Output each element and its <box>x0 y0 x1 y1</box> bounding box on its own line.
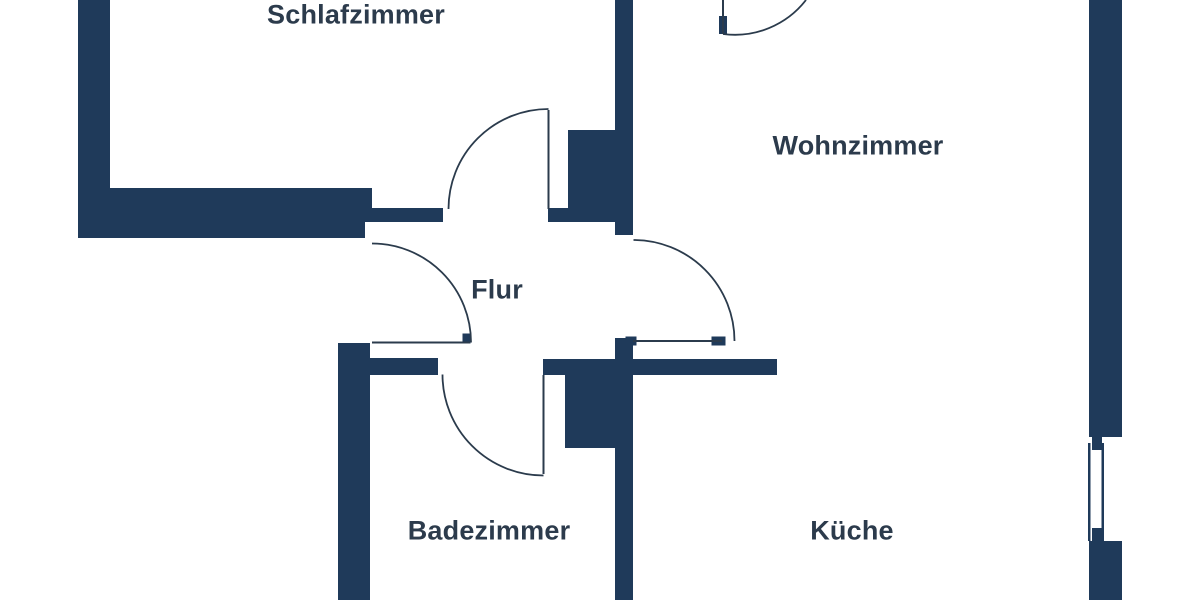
wall-east-upper <box>1089 0 1122 437</box>
wall-east-lower <box>1089 541 1122 600</box>
flur-west-door-arc <box>371 242 472 343</box>
wall-schlafzimmer-door-strip-right <box>548 208 568 222</box>
wohnzimmer-door-hinge-mark <box>625 336 637 346</box>
entrance-door-arc <box>722 0 807 36</box>
room-label-schlafzimmer: Schlafzimmer <box>267 0 445 30</box>
wall-badezimmer-west <box>338 343 370 600</box>
room-label-flur: Flur <box>471 274 523 305</box>
flur-west-door-leaf-tip <box>462 333 471 344</box>
wall-badezimmer-north-strip <box>368 358 438 375</box>
wall-kueche-north <box>543 359 777 375</box>
room-label-kueche: Küche <box>810 515 894 546</box>
room-label-badezimmer: Badezimmer <box>407 515 571 546</box>
wall-center-lower <box>615 338 633 600</box>
wall-block-northeast <box>568 130 615 222</box>
wohnzimmer-door-arc <box>633 239 736 342</box>
room-label-wohnzimmer: Wohnzimmer <box>772 130 944 161</box>
kueche-window-sill-bottom <box>1092 528 1102 541</box>
wall-block-southeast <box>565 373 615 448</box>
wall-center-upper <box>615 0 633 235</box>
kueche-window-frame-left <box>1088 443 1091 541</box>
wall-schlafzimmer-door-strip-left <box>372 208 443 222</box>
schlafzimmer-door-arc <box>447 108 549 210</box>
wall-schlafzimmer-south <box>78 188 365 238</box>
wall-schlafzimmer-south-step <box>365 188 372 222</box>
kueche-window-sill-top <box>1092 437 1102 450</box>
kueche-window-frame-right <box>1101 443 1104 541</box>
badezimmer-door-arc <box>441 374 544 477</box>
